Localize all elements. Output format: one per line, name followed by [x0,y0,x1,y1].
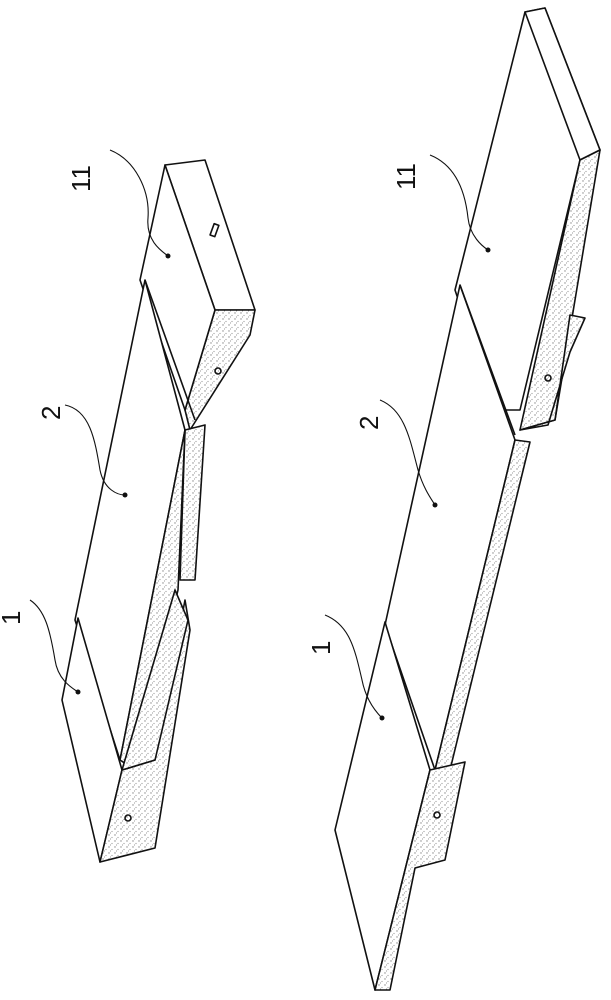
label-11-top: 11 [66,165,96,192]
part-11-block-top [139,159,256,431]
label-11-bottom: 11 [391,163,421,190]
extended-assembly: 11 2 1 [306,7,601,991]
label-2-bottom: 2 [354,416,384,430]
label-1-bottom: 1 [306,641,336,655]
part-1-block-top [61,589,191,863]
collapsed-assembly: 11 2 1 [0,149,256,863]
label-1-top: 1 [0,611,26,625]
part-2-plate-bottom [384,284,531,771]
part-1-plate-bottom [334,621,466,991]
label-2-top: 2 [36,406,66,420]
part-2-plate-top [74,279,206,771]
